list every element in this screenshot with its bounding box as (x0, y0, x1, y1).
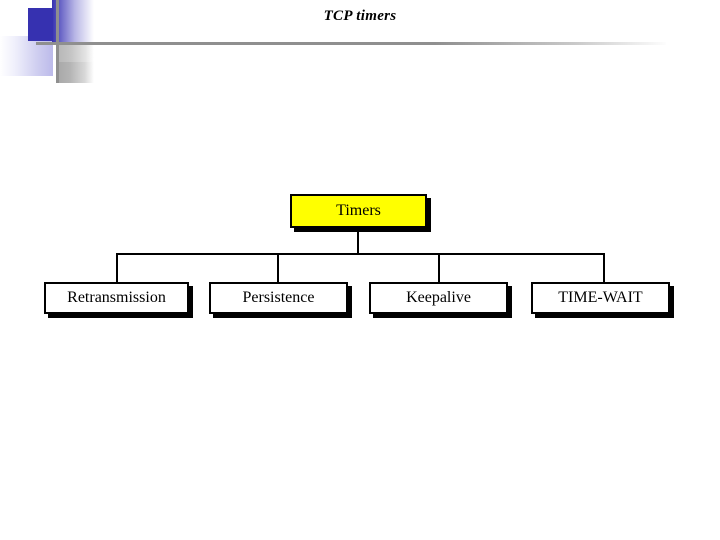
blue-square-decoration (28, 8, 53, 41)
horizontal-rule-decoration (58, 42, 666, 45)
horizontal-rule-stub-decoration (36, 42, 58, 45)
connector-drop-retransmission (116, 253, 118, 283)
blue-gradient-fade-decoration (52, 0, 94, 42)
connector-horizontal-bus (116, 253, 605, 255)
slide-decoration (0, 0, 700, 90)
node-persistence[interactable]: Persistence (209, 282, 348, 314)
slide-title: TCP timers (323, 8, 397, 24)
connector-drop-persistence (277, 253, 279, 283)
node-keepalive[interactable]: Keepalive (369, 282, 508, 314)
gray-gradient-block-decoration (57, 62, 94, 83)
connector-root-stem (357, 228, 359, 254)
gray-gradient-block-upper-decoration (57, 43, 94, 63)
node-time-wait[interactable]: TIME-WAIT (531, 282, 670, 314)
connector-drop-keepalive (438, 253, 440, 283)
connector-drop-time-wait (603, 253, 605, 283)
vertical-rule-decoration (56, 0, 59, 83)
node-retransmission[interactable]: Retransmission (44, 282, 189, 314)
node-timers[interactable]: Timers (290, 194, 427, 228)
